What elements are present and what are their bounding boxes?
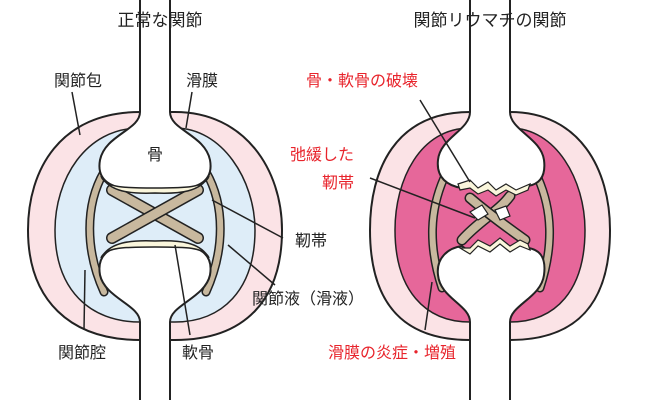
leader-cavity <box>83 269 86 331</box>
leader-loose-ligament <box>369 177 476 219</box>
title-ra: 関節リウマチの関節 <box>414 11 567 31</box>
label-synovium: 滑膜 <box>186 71 218 90</box>
label-bone: 骨 <box>147 145 163 164</box>
leader-ligament <box>211 199 284 239</box>
leader-capsule <box>71 91 81 136</box>
label-destruction: 骨・軟骨の破壊 <box>306 71 418 90</box>
label-loose-ligament-1: 弛緩した <box>290 145 354 164</box>
ra-ligament-cross-b <box>466 194 529 244</box>
leader-fluid <box>227 244 276 286</box>
ra-fragment-1 <box>469 204 489 221</box>
ra-joint: 関節リウマチの関節 骨・軟骨の破壊 弛緩した 靭帯 滑膜の炎症・増殖 <box>290 0 612 400</box>
title-normal: 正常な関節 <box>118 11 203 31</box>
ra-fragment-2 <box>494 205 511 221</box>
leader-destruction <box>419 99 471 183</box>
label-inflammation: 滑膜の炎症・増殖 <box>328 343 456 362</box>
label-loose-ligament-2: 靭帯 <box>322 173 354 192</box>
upper-cartilage <box>100 175 210 194</box>
ra-lower-cartilage <box>457 237 531 255</box>
leader-synovium <box>185 91 193 129</box>
label-cavity: 関節腔 <box>58 343 106 362</box>
leader-cartilage <box>174 244 191 336</box>
label-cartilage: 軟骨 <box>182 343 214 362</box>
leader-inflammation <box>424 281 433 331</box>
label-ligament: 靭帯 <box>295 231 327 250</box>
label-fluid: 関節液（滑液） <box>252 289 364 308</box>
label-capsule: 関節包 <box>54 71 102 90</box>
lower-cartilage <box>100 240 210 259</box>
normal-joint: 正常な関節 関節包 滑膜 骨 靭帯 関節液（滑液） 関節腔 軟骨 <box>26 0 364 400</box>
ra-upper-cartilage <box>457 179 531 197</box>
